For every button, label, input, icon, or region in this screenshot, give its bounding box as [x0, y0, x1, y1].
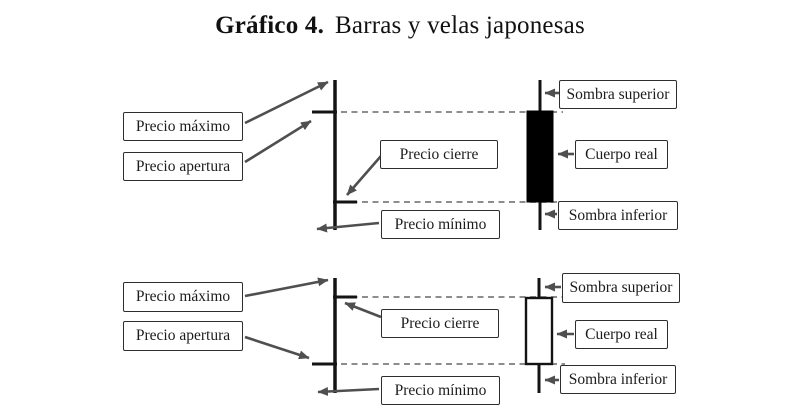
label-sombra-inferior: Sombra inferior: [560, 365, 676, 394]
label-precio-apertura: Precio apertura: [123, 152, 243, 181]
arrow-minimo-to-bar-bottom: [317, 387, 380, 397]
label-sombra-superior: Sombra superior: [562, 273, 680, 303]
figure-number: Gráfico 4.: [215, 12, 325, 39]
arrow-minimo-to-bar-bottom: [316, 221, 380, 233]
figure-title: Gráfico 4. Barras y velas japonesas: [0, 12, 800, 40]
bottom-diagram-bullish: [244, 277, 574, 397]
arrow-cierre-to-close-tick: [346, 155, 382, 196]
label-precio-cierre: Precio cierre: [381, 309, 499, 338]
arrow-maximo-to-bar-top: [244, 80, 329, 125]
candle-body-bullish: [524, 296, 554, 366]
label-precio-maximo: Precio máximo: [123, 112, 243, 141]
label-precio-cierre: Precio cierre: [380, 140, 498, 169]
label-cuerpo-real: Cuerpo real: [575, 320, 668, 349]
arrow-apertura-to-open-tick: [244, 335, 310, 360]
label-cuerpo-real: Cuerpo real: [575, 140, 668, 169]
label-precio-apertura: Precio apertura: [123, 321, 243, 351]
label-sombra-inferior: Sombra inferior: [558, 201, 678, 230]
label-sombra-superior: Sombra superior: [559, 80, 677, 109]
figure-caption: Barras y velas japonesas: [335, 12, 585, 39]
arrow-cierre-to-close-tick: [344, 301, 382, 319]
label-precio-minimo: Precio mínimo: [381, 210, 500, 239]
label-precio-maximo: Precio máximo: [123, 282, 243, 312]
top-diagram-bearish: [244, 80, 574, 233]
arrow-apertura-to-open-tick: [244, 119, 312, 164]
label-precio-minimo: Precio mínimo: [381, 376, 500, 405]
candle-body-bearish: [526, 110, 554, 203]
arrow-maximo-to-bar-top: [244, 277, 329, 298]
